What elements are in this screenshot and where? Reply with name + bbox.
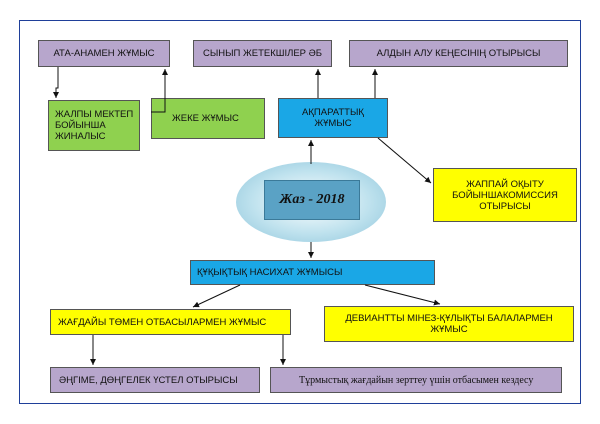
node-ata-anamen: АТА-АНАМЕН ЖҰМЫС	[38, 40, 170, 67]
node-turmystyk: Тұрмыстық жағдайын зерттеу үшін отбасыме…	[270, 367, 562, 393]
node-angime-label: ӘҢГІМЕ, ДӨҢГЕЛЕК ҮСТЕЛ ОТЫРЫСЫ	[59, 374, 238, 386]
node-ata-anamen-label: АТА-АНАМЕН ЖҰМЫС	[53, 48, 155, 59]
node-zhappai: ЖАППАЙ ОҚЫТУ БОЙЫНШАКОМИССИЯ ОТЫРЫСЫ	[433, 168, 577, 222]
node-akparattyk-label: АҚПАРАТТЫҚ ЖҰМЫС	[302, 107, 364, 129]
node-aldyn-alu: АЛДЫН АЛУ КЕҢЕСІНІҢ ОТЫРЫСЫ	[349, 40, 568, 67]
node-zheke-label: ЖЕКЕ ЖҰМЫС	[172, 113, 239, 124]
center-title: Жаз - 2018	[264, 180, 360, 220]
page-border	[19, 20, 581, 404]
node-synyp: СЫНЫП ЖЕТЕКШІЛЕР ӘБ	[193, 40, 332, 67]
node-zhalpy: ЖАЛПЫ МЕКТЕП БОЙЫНША ЖИНАЛЫС	[48, 100, 140, 151]
node-kukyktyk: ҚҰҚЫҚТЫҚ НАСИХАТ ЖҰМЫСЫ	[190, 260, 435, 285]
node-akparattyk: АҚПАРАТТЫҚ ЖҰМЫС	[278, 98, 388, 138]
node-aldyn-alu-label: АЛДЫН АЛУ КЕҢЕСІНІҢ ОТЫРЫСЫ	[376, 48, 541, 59]
node-turmystyk-label: Тұрмыстық жағдайын зерттеу үшін отбасыме…	[299, 374, 534, 386]
node-zheke: ЖЕКЕ ЖҰМЫС	[151, 98, 265, 139]
node-zhagdaiy: ЖАҒДАЙЫ ТӨМЕН ОТБАСЫЛАРМЕН ЖҰМЫС	[50, 309, 291, 335]
node-deviantty-label: ДЕВИАНТТЫ МІНЕЗ-ҚҰЛЫҚТЫ БАЛАЛАРМЕН ЖҰМЫС	[345, 313, 553, 335]
node-zhappai-label: ЖАППАЙ ОҚЫТУ БОЙЫНШАКОМИССИЯ ОТЫРЫСЫ	[452, 178, 558, 212]
node-synyp-label: СЫНЫП ЖЕТЕКШІЛЕР ӘБ	[202, 48, 323, 59]
node-zhagdaiy-label: ЖАҒДАЙЫ ТӨМЕН ОТБАСЫЛАРМЕН ЖҰМЫС	[58, 316, 267, 328]
node-zhalpy-label: ЖАЛПЫ МЕКТЕП БОЙЫНША ЖИНАЛЫС	[55, 109, 134, 142]
node-deviantty: ДЕВИАНТТЫ МІНЕЗ-ҚҰЛЫҚТЫ БАЛАЛАРМЕН ЖҰМЫС	[324, 306, 574, 342]
center-title-label: Жаз - 2018	[279, 192, 345, 207]
node-angime: ӘҢГІМЕ, ДӨҢГЕЛЕК ҮСТЕЛ ОТЫРЫСЫ	[50, 367, 260, 393]
node-kukyktyk-label: ҚҰҚЫҚТЫҚ НАСИХАТ ЖҰМЫСЫ	[197, 267, 343, 278]
